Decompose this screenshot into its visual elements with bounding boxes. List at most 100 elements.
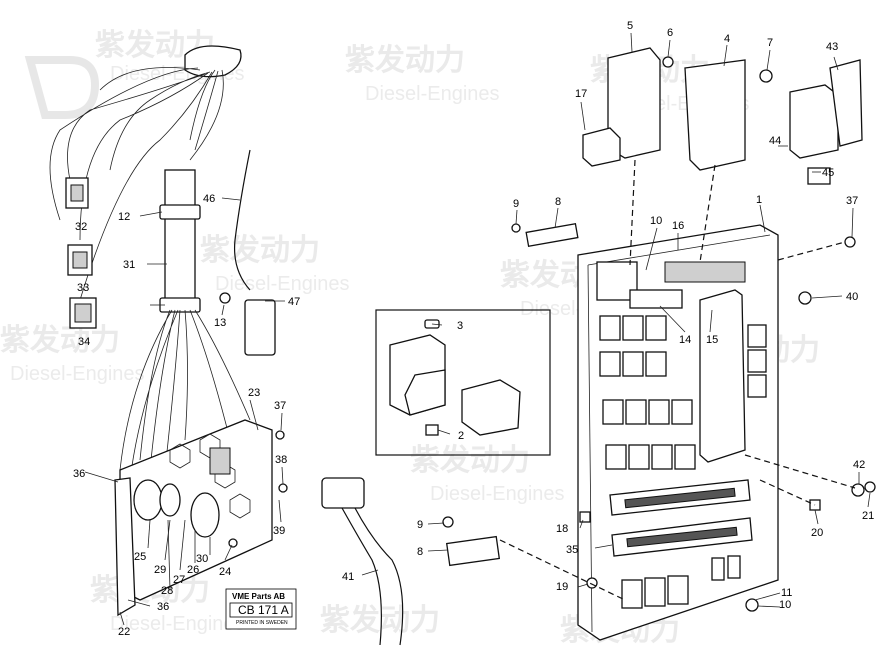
wire-46	[233, 149, 251, 291]
screw-2	[425, 424, 439, 436]
cable-clamp-upper	[159, 204, 201, 220]
callout-23: 23	[248, 387, 260, 399]
watermark-brand-en: Diesel-Engines	[365, 83, 500, 105]
callout-44: 44	[769, 135, 781, 147]
watermark-brand-cn: 紫发动力	[410, 443, 530, 478]
connector-34-pins	[74, 303, 92, 323]
bracket-foot	[404, 369, 446, 416]
upper-parts	[442, 47, 863, 567]
relay-row-3	[602, 399, 693, 425]
bar-8b	[445, 535, 501, 567]
plate-edge-36	[114, 477, 136, 617]
nut-19	[586, 577, 598, 589]
callout-5: 5	[627, 20, 633, 32]
nut-7	[759, 69, 773, 83]
stamp-code: CB 171 A	[238, 603, 289, 617]
watermark-brand-en: Diesel-Engines	[110, 613, 245, 635]
cable-clamp-lower	[159, 297, 201, 313]
callout-10: 10	[650, 215, 662, 227]
socket-block	[209, 447, 231, 475]
callout-19: 19	[556, 581, 568, 593]
screw-37b	[844, 236, 856, 248]
fuse-holder-29	[159, 483, 181, 517]
relay-row-4	[605, 444, 696, 470]
callout-27: 27	[173, 574, 185, 586]
callout-37: 37	[274, 400, 286, 412]
screw-40	[798, 291, 812, 305]
callout-2: 2	[458, 430, 464, 442]
nut-10b	[745, 598, 759, 612]
callout-39: 39	[273, 525, 285, 537]
callout-9: 9	[513, 198, 519, 210]
callout-9b: 9	[417, 519, 423, 531]
callout-28: 28	[161, 585, 173, 597]
screw-38	[278, 483, 288, 493]
bracket-43	[829, 59, 863, 147]
callout-47: 47	[288, 296, 300, 308]
callout-32: 32	[75, 221, 87, 233]
relay-43	[789, 84, 839, 159]
callout-15: 15	[706, 334, 718, 346]
callout-29: 29	[154, 564, 166, 576]
relay-block-top	[664, 261, 746, 283]
connector-strip-47	[244, 299, 276, 356]
callout-10b: 10	[779, 599, 791, 611]
relay-row-2	[599, 351, 667, 377]
callout-12: 12	[118, 211, 130, 223]
callouts: 1 2 3 4 5 6 7 8 8 9 9 10 10 11 12 13 14 …	[73, 20, 874, 638]
callout-4: 4	[724, 33, 730, 45]
callout-14: 14	[679, 334, 691, 346]
callout-45: 45	[822, 167, 834, 179]
watermark-brand-en: Diesel-Engines	[215, 273, 350, 295]
washer-21	[864, 481, 876, 493]
callout-43: 43	[826, 41, 838, 53]
callout-25: 25	[134, 551, 146, 563]
relay-cube	[461, 379, 521, 436]
callout-26: 26	[187, 564, 199, 576]
callout-46: 46	[203, 193, 215, 205]
callout-8b: 8	[417, 546, 423, 558]
callout-24: 24	[219, 566, 231, 578]
relay-strip-14	[629, 289, 683, 309]
leader-lines	[84, 32, 871, 626]
callout-31: 31	[123, 259, 135, 271]
callout-18: 18	[556, 523, 568, 535]
screw-6	[662, 56, 674, 68]
watermark-brand-cn: 紫发动力	[320, 603, 440, 638]
screw-24	[228, 538, 238, 548]
watermark-brand-cn: 紫发动力	[200, 233, 320, 268]
watermark-brand-cn: 紫发动力	[345, 43, 465, 78]
fuse-holder-30	[190, 492, 220, 538]
callout-40: 40	[846, 291, 858, 303]
callout-41: 41	[342, 571, 354, 583]
stamp-code-box	[229, 602, 293, 618]
callout-36: 36	[73, 468, 85, 480]
cable-harness	[49, 45, 276, 481]
callout-17: 17	[575, 88, 587, 100]
stamp-note: PRINTED IN SWEDEN	[236, 620, 288, 626]
screw-18	[579, 511, 591, 523]
callout-1: 1	[756, 194, 762, 206]
callout-42: 42	[853, 459, 865, 471]
callout-34: 34	[78, 336, 90, 348]
relay-row-1	[599, 315, 667, 341]
bracket-4	[684, 59, 746, 171]
watermark-logo-icon	[24, 56, 100, 119]
fuse-holder-25	[133, 479, 163, 521]
vme-stamp: VME Parts AB CB 171 A PRINTED IN SWEDEN	[225, 588, 297, 630]
assembly-lines	[499, 159, 856, 601]
screw-37	[275, 430, 285, 440]
watermark-brand-cn: 紫发动力	[0, 323, 120, 358]
harness-sleeve	[164, 169, 196, 311]
callout-35: 35	[566, 544, 578, 556]
callout-13: 13	[214, 317, 226, 329]
screw-13	[219, 292, 231, 304]
stamp-title: VME Parts AB	[232, 592, 285, 601]
callout-36b: 36	[157, 601, 169, 613]
screw-9b	[442, 516, 454, 528]
cable-41	[321, 477, 404, 646]
side-module	[699, 289, 746, 463]
plug-41	[321, 477, 365, 509]
callout-8: 8	[555, 196, 561, 208]
